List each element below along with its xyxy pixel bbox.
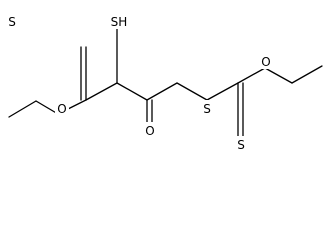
- bond-c1-c2: [85, 82, 118, 101]
- bond-ch2-ch3-right: [291, 65, 323, 84]
- bond-c2-c3: [116, 82, 148, 101]
- atom-thioether-s: S: [203, 102, 211, 116]
- atom-thiol-sh: SH: [111, 15, 128, 29]
- bond-c3-ch2: [146, 82, 178, 101]
- structure-diagram: S SH O O S O S: [5, 13, 323, 152]
- bond-s-c5: [206, 82, 239, 101]
- bond-ch2-o-left: [35, 100, 59, 115]
- atom-ketone-o: O: [145, 124, 154, 138]
- atom-ester-o-left: O: [57, 102, 66, 116]
- bond-ch3-ch2-left: [8, 100, 37, 118]
- bonds: [8, 28, 323, 137]
- bond-c5-o-right: [237, 67, 266, 84]
- atom-thione-s-right: S: [237, 138, 245, 152]
- atom-ester-o-right: O: [261, 55, 270, 69]
- atom-labels: S SH O O S O S: [5, 13, 273, 152]
- bond-ch2-s: [176, 82, 208, 101]
- atom-thione-s-left: S: [8, 15, 16, 29]
- bond-o-ch2-right: [264, 67, 293, 84]
